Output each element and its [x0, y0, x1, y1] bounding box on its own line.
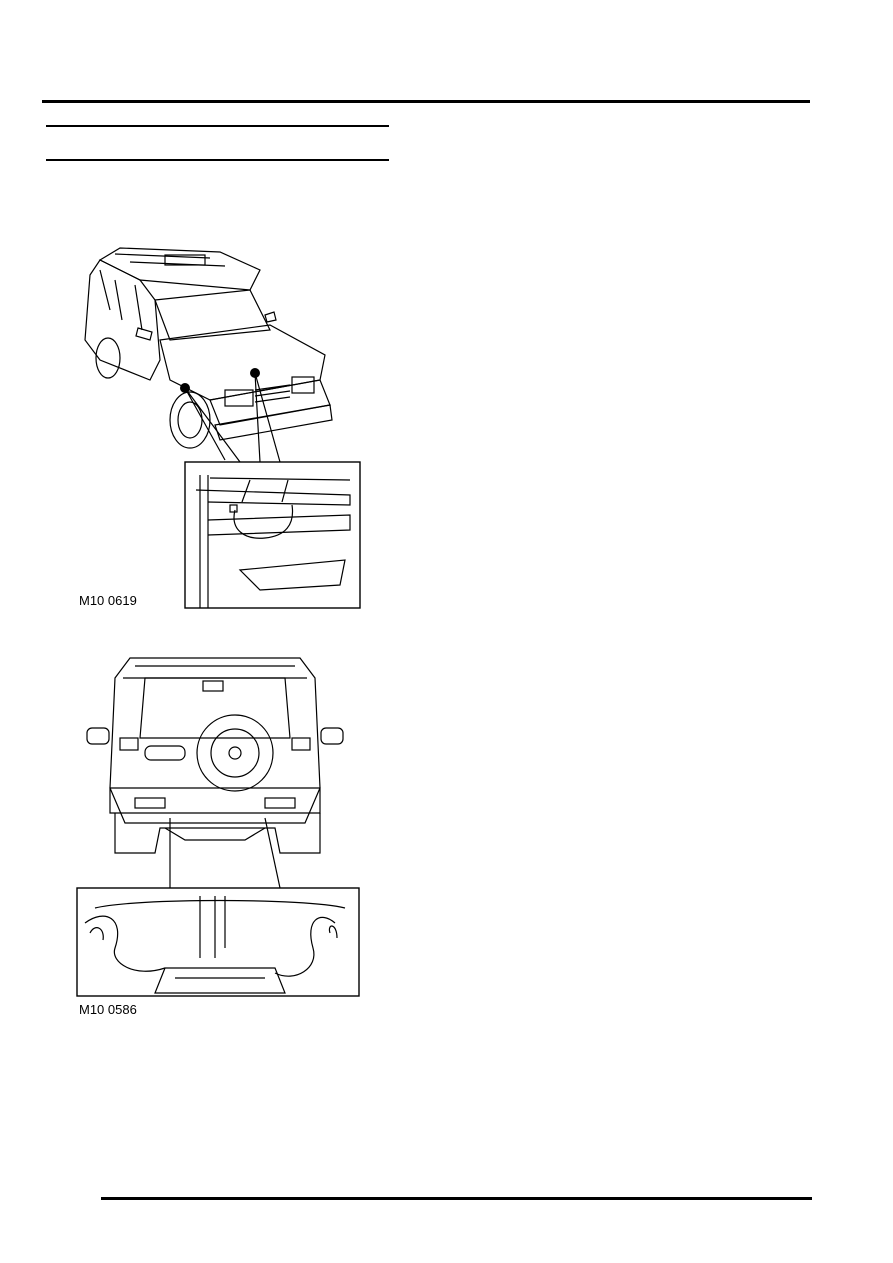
- vehicle-front-illustration-icon: [84, 247, 361, 609]
- rear-vehicle-illustration: [75, 648, 365, 998]
- figure-caption-rear: M10 0586: [79, 1002, 137, 1017]
- section-heading-rule-lower: [46, 159, 389, 161]
- header-rule-top: [42, 100, 810, 103]
- vehicle-rear-illustration-icon: [76, 657, 360, 997]
- footer-rule: [101, 1197, 812, 1200]
- figure-caption-front: M10 0619: [79, 593, 137, 608]
- front-vehicle-illustration: [60, 240, 370, 620]
- section-heading-rule-upper: [46, 125, 389, 127]
